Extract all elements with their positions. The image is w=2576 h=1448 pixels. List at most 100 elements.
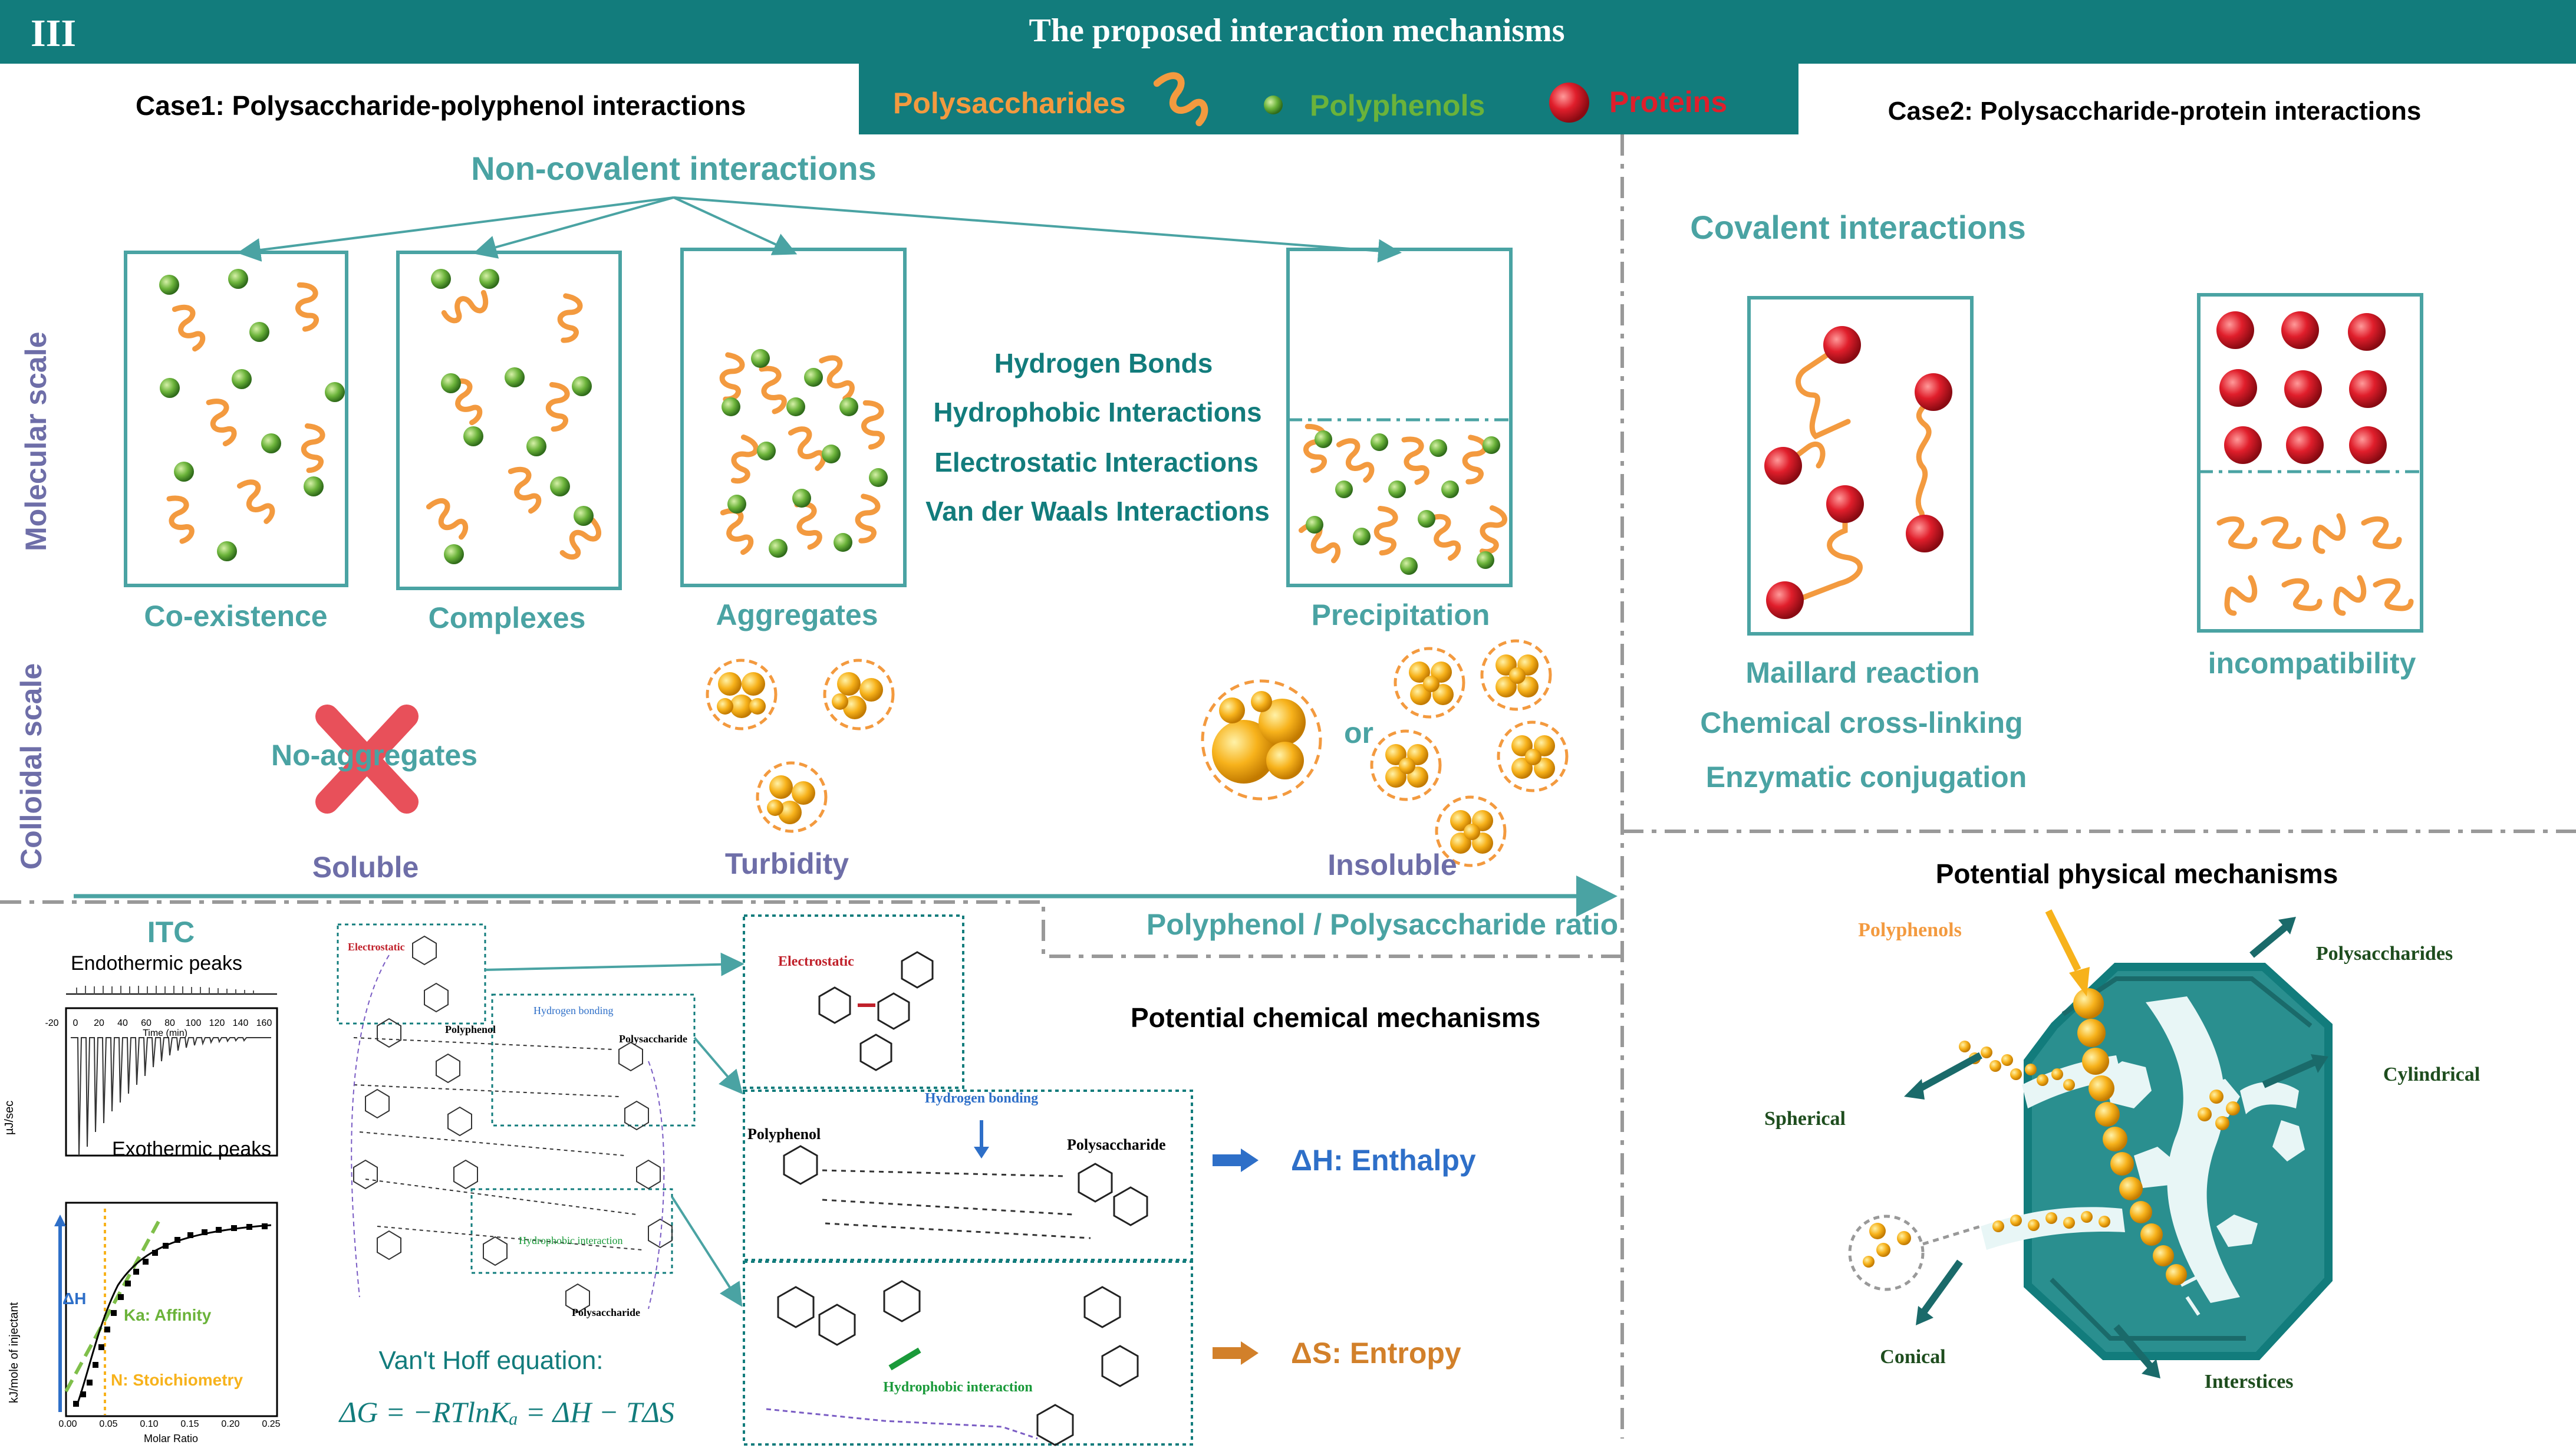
- itc-n-label: N: Stoichiometry: [111, 1371, 243, 1389]
- sketch-polysaccharide-top: Polysaccharide: [619, 1033, 687, 1045]
- itc-endo-label: Endothermic peaks: [71, 952, 242, 975]
- physical-label-interstices: Interstices: [2204, 1371, 2293, 1393]
- itc-time-tick-6: 100: [186, 1018, 202, 1028]
- itc-time-tick-3: 40: [117, 1018, 128, 1028]
- itc-dh-label: ΔH: [62, 1289, 86, 1308]
- itc-x-tick-2: 0.10: [140, 1419, 158, 1429]
- itc-y-top-label: µJ/sec: [3, 1101, 16, 1135]
- solubility-soluble: Soluble: [312, 851, 419, 884]
- physical-arrows: [1904, 909, 2328, 1378]
- force-hydrogen: Hydrogen Bonds: [994, 348, 1213, 379]
- itc-x-tick-4: 0.20: [221, 1419, 239, 1429]
- figure-title: The proposed interaction mechanisms: [1029, 12, 1565, 49]
- itc-x-tick-3: 0.15: [180, 1419, 199, 1429]
- noncovalent-title: Non-covalent interactions: [471, 150, 877, 187]
- case1-title: Case1: Polysaccharide-polyphenol interac…: [136, 90, 746, 121]
- incompatibility-label: incompatibility: [2208, 647, 2416, 680]
- chem-box-hydrophobic: [743, 1261, 1193, 1446]
- sketch-polysaccharide-bottom: Polysaccharide: [572, 1307, 640, 1318]
- force-vanderwaals: Van der Waals Interactions: [925, 496, 1270, 526]
- polyphenol-icon: [1264, 96, 1283, 114]
- chem-hydrophobic-label: Hydrophobic interaction: [883, 1380, 1033, 1395]
- plant-cell-wall-illustration: [1981, 963, 2333, 1360]
- box-incompatibility: [2197, 293, 2423, 633]
- itc-time-tick-8: 140: [233, 1018, 249, 1028]
- itc-binding-isotherm: ΔH Ka: Affinity N: Stoichiometry 0.00 0.…: [8, 1202, 281, 1444]
- box-precipitation: [1286, 248, 1512, 587]
- itc-time-tick-2: 20: [94, 1018, 104, 1028]
- force-electrostatic: Electrostatic Interactions: [934, 447, 1259, 478]
- physical-label-cylindrical: Cylindrical: [2383, 1064, 2480, 1085]
- state-precipitation: Precipitation: [1312, 598, 1490, 631]
- or-label: or: [1344, 716, 1373, 749]
- noncovalent-arrows: [237, 196, 1402, 263]
- sketch-hydrophobic: Hydrophobic interaction: [519, 1235, 622, 1246]
- panel-label: III: [31, 12, 76, 55]
- chem-electrostatic-label: Electrostatic: [778, 954, 854, 969]
- itc-y-bottom-label: kJ/mole of injectant: [8, 1302, 21, 1403]
- sketch-polyphenol: Polyphenol: [445, 1024, 496, 1035]
- insoluble-particle-large: [1201, 679, 1322, 801]
- state-coexistence: Co-existence: [144, 600, 327, 633]
- case2-title: Case2: Polysaccharide-protein interactio…: [1888, 97, 2422, 126]
- chem-polysaccharide-label: Polysaccharide: [1067, 1136, 1166, 1153]
- covalent-maillard: Maillard reaction: [1745, 656, 1979, 689]
- solubility-insoluble: Insoluble: [1327, 848, 1457, 881]
- insoluble-particles-small: [1370, 639, 1569, 867]
- chem-hydrogen-label: Hydrogen bonding: [925, 1091, 1038, 1106]
- covalent-crosslinking: Chemical cross-linking: [1700, 706, 2022, 739]
- box-conjugates: [1747, 296, 1974, 636]
- enthalpy-arrow-icon: [1213, 1148, 1259, 1172]
- legend-proteins: Proteins: [1609, 85, 1727, 119]
- box-aggregates: [680, 248, 907, 587]
- row-label-colloidal: Colloidal scale: [15, 663, 48, 870]
- bottom-divider: [0, 900, 1622, 958]
- header-bar: [0, 0, 2576, 64]
- detail-connectors: [485, 952, 745, 1307]
- itc-x-label: Molar Ratio: [144, 1433, 198, 1444]
- itc-title: ITC: [147, 916, 195, 949]
- box-coexistence: [124, 251, 348, 587]
- itc-ka-label: Ka: Affinity: [124, 1306, 212, 1324]
- zoom-line: [1922, 1225, 1981, 1246]
- vant-hoff-equation: ΔG = −RTlnKₐ = ΔH − TΔS: [338, 1396, 674, 1429]
- enthalpy-label: ΔH: Enthalpy: [1291, 1144, 1476, 1177]
- physical-label-spherical: Spherical: [1764, 1108, 1846, 1130]
- itc-thermogram: -20 0 20 40 60 80 100 120 140 160 Time (…: [3, 986, 278, 1157]
- itc-time-label: Time (min): [143, 1028, 187, 1038]
- itc-time-tick-5: 80: [164, 1018, 175, 1028]
- itc-x-tick-0: 0.00: [58, 1419, 77, 1429]
- itc-time-tick-7: 120: [209, 1018, 225, 1028]
- polyphenol-beads: [1863, 988, 2240, 1285]
- no-aggregates-label: No-aggregates: [271, 739, 477, 772]
- chem-mechanisms-title: Potential chemical mechanisms: [1131, 1002, 1540, 1033]
- chem-box-hydrogen: [743, 1090, 1193, 1261]
- solubility-turbidity: Turbidity: [725, 847, 849, 880]
- state-complexes: Complexes: [429, 601, 586, 634]
- physical-label-polyphenols: Polyphenols: [1858, 919, 1962, 941]
- itc-x-tick-1: 0.05: [99, 1419, 117, 1429]
- entropy-label: ΔS: Entropy: [1291, 1337, 1461, 1370]
- protein-icon: [1549, 83, 1589, 123]
- covalent-enzymatic: Enzymatic conjugation: [1706, 761, 2027, 794]
- itc-time-tick-4: 60: [141, 1018, 151, 1028]
- entropy-arrow-icon: [1213, 1341, 1259, 1365]
- sketch-electrostatic: Electrostatic: [348, 941, 405, 953]
- ratio-axis-label: Polyphenol / Polysaccharide ratio: [1147, 908, 1618, 941]
- itc-x-tick-5: 0.25: [262, 1419, 280, 1429]
- legend-polysaccharides: Polysaccharides: [893, 87, 1126, 120]
- zoom-circle: [1848, 1215, 1925, 1291]
- chem-polyphenol-label: Polyphenol: [747, 1126, 821, 1143]
- physical-label-conical: Conical: [1880, 1346, 1945, 1368]
- itc-time-tick-9: 160: [256, 1018, 272, 1028]
- covalent-title: Covalent interactions: [1690, 209, 2025, 246]
- legend-box: [859, 64, 1798, 134]
- state-aggregates: Aggregates: [716, 598, 878, 631]
- sketch-hydrogen-bonding: Hydrogen bonding: [533, 1005, 613, 1016]
- turbidity-particles: [706, 659, 895, 833]
- legend-polyphenols: Polyphenols: [1310, 89, 1485, 122]
- itc-time-tick-1: 0: [73, 1018, 78, 1028]
- box-complexes: [396, 251, 622, 590]
- row-label-molecular: Molecular scale: [19, 332, 52, 551]
